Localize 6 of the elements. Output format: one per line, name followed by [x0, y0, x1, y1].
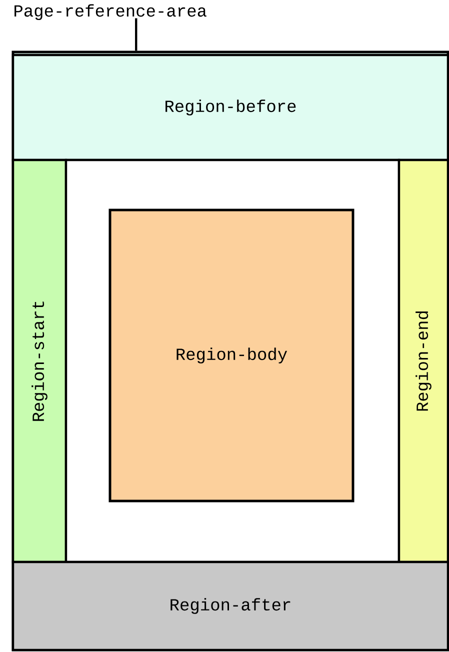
- region-box: Region-after: [12, 560, 449, 652]
- region-box: Region-before: [12, 54, 449, 162]
- region-box: Region-body: [108, 208, 354, 502]
- area-label: Page-reference-area: [14, 4, 206, 20]
- region-box: Region-start: [12, 158, 68, 564]
- region-box: Region-end: [398, 158, 449, 564]
